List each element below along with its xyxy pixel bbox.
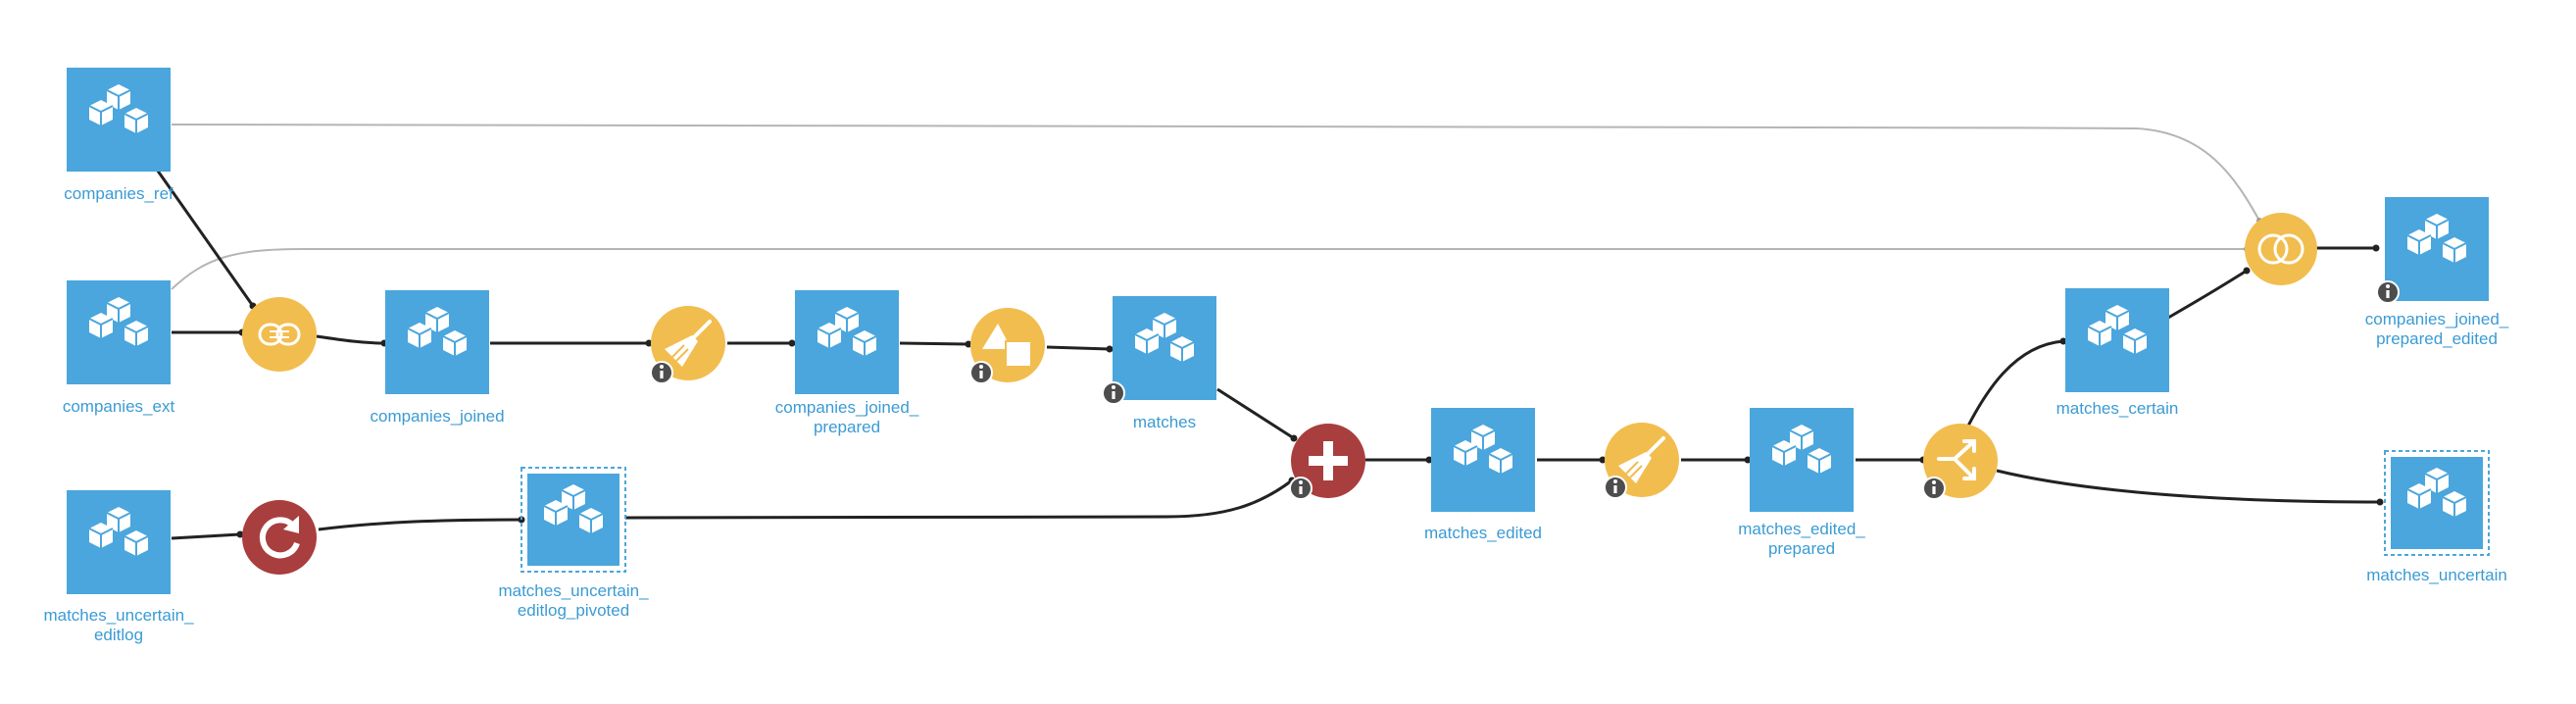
dataset-label: matches_uncertain_editlog_pivoted: [498, 581, 649, 620]
plus-icon: [1309, 441, 1348, 480]
recipe-fuzzy-join[interactable]: [242, 297, 317, 372]
edge-pivot-to-pivoted: [318, 518, 522, 531]
dataset-companies-joined[interactable]: companies_joined: [370, 290, 505, 426]
split-icon: [1937, 439, 1976, 480]
dataset-label: companies_joined: [370, 407, 504, 426]
recipe-prepare-1[interactable]: [650, 306, 725, 384]
edge-companies-ext-to-join: [171, 248, 2247, 290]
edge-topn-to-matches: [1046, 345, 1111, 351]
broom-icon: [665, 320, 712, 367]
edge-split-to-matches-certain: [1963, 339, 2064, 432]
edge-pivoted-to-stack: [624, 478, 1293, 520]
recipe-stack[interactable]: [1289, 424, 1365, 500]
recipe-split[interactable]: [1922, 424, 1998, 500]
dataset-label: matches_edited: [1424, 524, 1542, 542]
refresh-icon: [259, 516, 300, 559]
topn-icon: [982, 324, 1032, 368]
dataset-label: matches_edited_prepared: [1738, 520, 1865, 558]
edge-split-to-matches-uncertain: [1996, 469, 2381, 504]
dataset-companies-joined-prepared[interactable]: companies_joined_prepared: [775, 290, 919, 436]
edge-companies-ref-to-join: [171, 124, 2260, 222]
edge-companies-joined-prepared-to-topn: [899, 341, 969, 346]
dataset-label: matches_uncertain_editlog: [43, 606, 194, 644]
dataset-label: matches_uncertain: [2366, 566, 2507, 584]
recipe-topn[interactable]: [969, 308, 1045, 384]
join-icon: [2257, 233, 2304, 265]
dataset-matches-edited-prepared[interactable]: matches_edited_prepared: [1738, 408, 1865, 558]
dataset-label: matches_certain: [2056, 399, 2179, 418]
dataset-label: companies_ref: [64, 184, 173, 203]
broom-icon: [1618, 436, 1665, 483]
dataset-label: companies_ext: [63, 397, 175, 416]
dataset-matches-uncertain[interactable]: matches_uncertain: [2366, 450, 2507, 584]
edge-matches-to-stack: [1216, 387, 1295, 440]
recipe-pivot[interactable]: [242, 500, 317, 575]
dataset-matches-edited[interactable]: matches_edited: [1424, 408, 1542, 542]
dataset-label: companies_joined_prepared_edited: [2365, 310, 2509, 348]
dataset-companies-ext[interactable]: companies_ext: [63, 280, 175, 416]
dataset-matches-certain[interactable]: matches_certain: [2056, 288, 2179, 418]
dataset-companies-joined-prepared-edited[interactable]: companies_joined_prepared_edited: [2365, 197, 2509, 348]
edge-matches-certain-to-join: [2167, 269, 2248, 320]
recipe-prepare-2[interactable]: [1604, 423, 1679, 499]
edge-fuzzy-join-to-companies-joined: [316, 334, 385, 345]
dataset-matches[interactable]: matches: [1102, 296, 1216, 431]
edge-editlog-to-pivot: [171, 532, 241, 540]
dataset-label: matches: [1133, 413, 1196, 431]
dataset-label: companies_joined_prepared: [775, 398, 919, 436]
dataset-matches-uncertain-editlog-pivoted[interactable]: matches_uncertain_editlog_pivoted: [498, 467, 649, 620]
edge-endpoints: [236, 218, 2384, 538]
dataset-companies-ref[interactable]: companies_ref: [64, 68, 173, 203]
fuzzy-join-icon: [258, 323, 301, 346]
edge-companies-ref-to-fuzzy-join: [153, 166, 255, 307]
dataset-matches-uncertain-editlog[interactable]: matches_uncertain_editlog: [43, 490, 194, 644]
recipe-join[interactable]: [2245, 213, 2317, 285]
